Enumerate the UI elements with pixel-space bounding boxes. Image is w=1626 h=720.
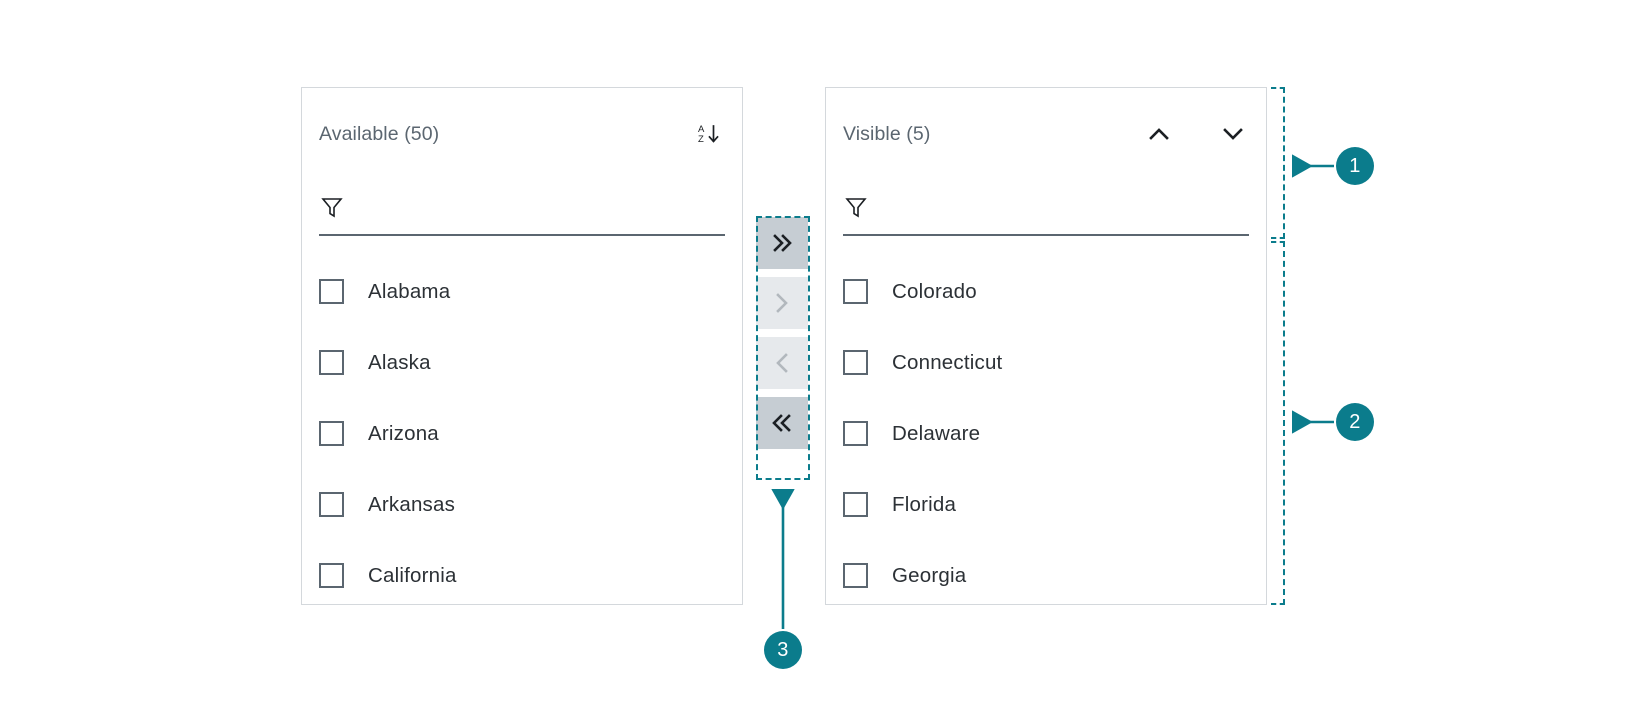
available-filter-input[interactable]	[345, 192, 725, 222]
annotation-badge-2: 2	[1336, 403, 1374, 441]
move-right-button[interactable]	[756, 277, 808, 329]
list-item[interactable]: Florida	[826, 469, 1266, 540]
chevron-up-icon[interactable]	[1144, 119, 1174, 149]
sort-az-descending-icon[interactable]: A Z	[694, 119, 724, 149]
visible-filter-input[interactable]	[869, 192, 1249, 222]
annotation-badge-1: 1	[1336, 147, 1374, 185]
checkbox[interactable]	[843, 279, 868, 304]
list-item[interactable]: California	[302, 540, 742, 611]
list-item-label: California	[368, 563, 457, 587]
visible-panel-title: Visible (5)	[843, 122, 931, 145]
available-panel-title: Available (50)	[319, 122, 440, 145]
list-item-label: Florida	[892, 492, 957, 516]
checkbox[interactable]	[319, 279, 344, 304]
list-item[interactable]: Arizona	[302, 398, 742, 469]
visible-panel-header: Visible (5)	[826, 88, 1266, 180]
checkbox[interactable]	[843, 350, 868, 375]
list-item-label: Colorado	[892, 279, 977, 303]
checkbox[interactable]	[843, 563, 868, 588]
annotation-region-1	[1271, 87, 1285, 239]
list-item-label: Alaska	[368, 350, 431, 374]
list-item[interactable]: Delaware	[826, 398, 1266, 469]
list-item-label: Connecticut	[892, 350, 1003, 374]
list-item[interactable]: Georgia	[826, 540, 1266, 611]
list-item[interactable]: Alabama	[302, 256, 742, 327]
available-list: Alabama Alaska Arizona Arkansas Californ…	[302, 236, 742, 611]
list-item-label: Alabama	[368, 279, 451, 303]
list-item[interactable]: Colorado	[826, 256, 1266, 327]
filter-funnel-icon	[319, 194, 345, 220]
checkbox[interactable]	[843, 492, 868, 517]
visible-list: Colorado Connecticut Delaware Florida Ge…	[826, 236, 1266, 611]
move-all-right-button[interactable]	[756, 217, 808, 269]
chevron-down-icon[interactable]	[1218, 119, 1248, 149]
available-header-actions: A Z	[694, 119, 724, 149]
move-all-left-button[interactable]	[756, 397, 808, 449]
filter-funnel-icon	[843, 194, 869, 220]
visible-panel: Visible (5)	[825, 87, 1267, 605]
visible-filter-row	[843, 180, 1249, 236]
available-panel: Available (50) A Z	[301, 87, 743, 605]
checkbox[interactable]	[319, 350, 344, 375]
list-item[interactable]: Alaska	[302, 327, 742, 398]
transfer-buttons-column	[756, 217, 808, 449]
checkbox[interactable]	[843, 421, 868, 446]
annotation-region-2	[1271, 241, 1285, 605]
available-filter-row	[319, 180, 725, 236]
available-panel-header: Available (50) A Z	[302, 88, 742, 180]
list-item[interactable]: Connecticut	[826, 327, 1266, 398]
annotation-badge-3: 3	[764, 631, 802, 669]
svg-text:A: A	[698, 124, 705, 135]
checkbox[interactable]	[319, 563, 344, 588]
checkbox[interactable]	[319, 421, 344, 446]
checkbox[interactable]	[319, 492, 344, 517]
list-item-label: Delaware	[892, 421, 981, 445]
list-item[interactable]: Arkansas	[302, 469, 742, 540]
list-item-label: Georgia	[892, 563, 967, 587]
list-item-label: Arkansas	[368, 492, 456, 516]
svg-text:Z: Z	[698, 134, 704, 145]
list-item-label: Arizona	[368, 421, 439, 445]
visible-header-actions	[1144, 119, 1248, 149]
move-left-button[interactable]	[756, 337, 808, 389]
